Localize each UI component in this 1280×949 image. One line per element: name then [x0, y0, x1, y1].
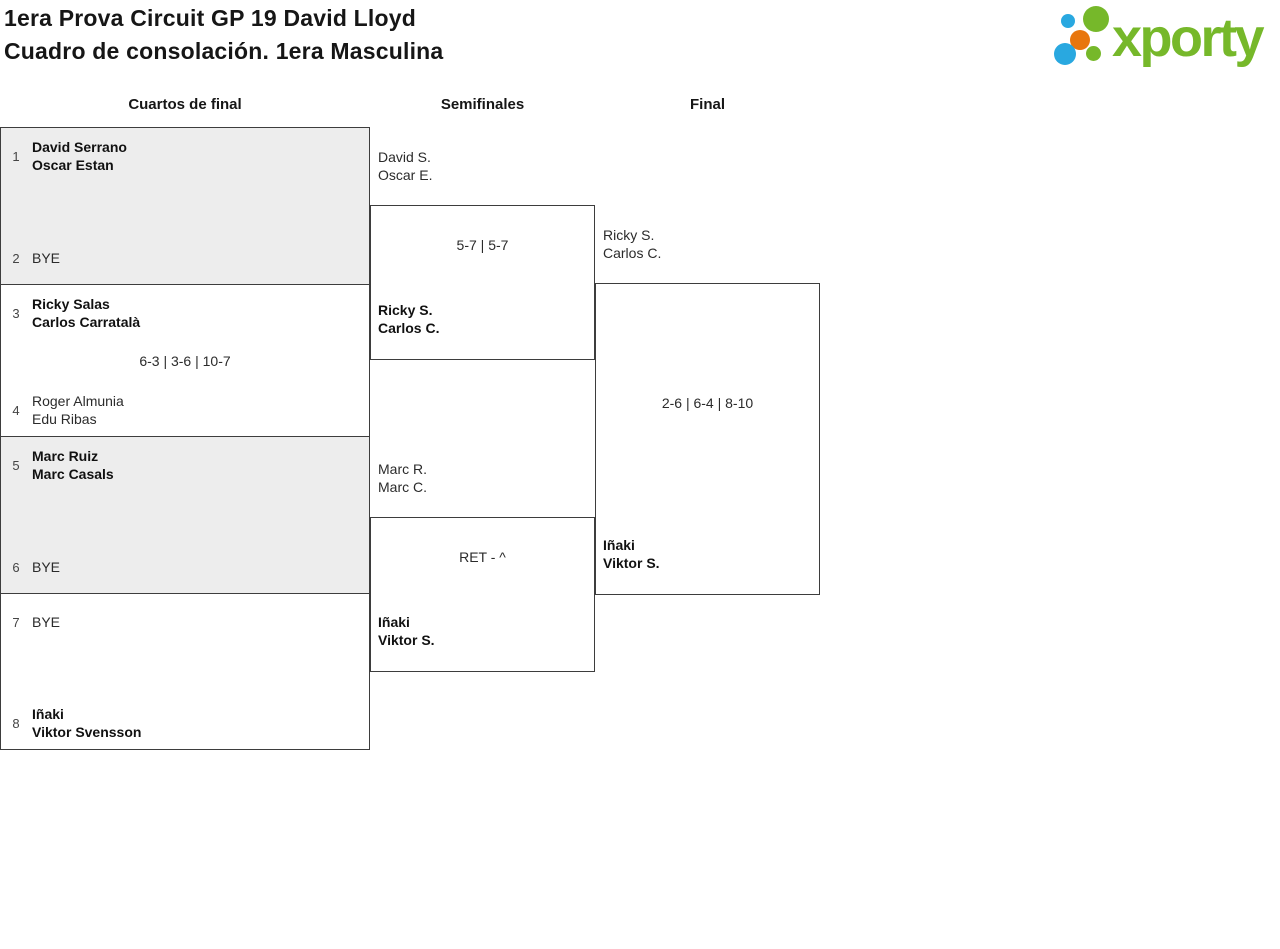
seed-number: 3: [12, 305, 20, 321]
logo-dot-green-large-icon: [1083, 6, 1109, 32]
team-row: 8 Iñaki Viktor Svensson: [1, 705, 369, 741]
player-name: Iñaki: [32, 706, 64, 722]
team-row: 1 David Serrano Oscar Estan: [1, 138, 369, 174]
seed-number: 6: [12, 559, 20, 575]
player-name: BYE: [32, 250, 61, 266]
player-name: Marc R.: [378, 461, 427, 477]
page-title-line1: 1era Prova Circuit GP 19 David Lloyd: [4, 5, 416, 31]
team-row: 7 BYE: [1, 604, 369, 640]
player-name: David Serrano: [32, 139, 127, 155]
page-title: 1era Prova Circuit GP 19 David Lloyd Cua…: [4, 2, 443, 68]
sf-match-2: Marc R. Marc C. RET - ^ Iñaki Viktor S.: [370, 461, 595, 672]
player-name: Carlos C.: [603, 245, 662, 261]
team-row: Ricky S. Carlos C.: [378, 301, 583, 337]
team-row: Ricky S. Carlos C.: [603, 226, 808, 262]
logo-dot-blue-medium-icon: [1054, 43, 1076, 65]
seed-number: 8: [12, 715, 20, 731]
player-name: Carlos Carratalà: [32, 314, 141, 330]
page-title-line2: Cuadro de consolación. 1era Masculina: [4, 38, 444, 64]
sf-match-1: David S. Oscar E. 5-7 | 5-7 Ricky S. Car…: [370, 149, 595, 360]
team-row: David S. Oscar E.: [378, 148, 583, 184]
player-name: BYE: [32, 559, 61, 575]
qf-match-2: 3 Ricky Salas Carlos Carratalà 6-3 | 3-6…: [0, 284, 370, 437]
team-row: 2 BYE: [1, 240, 369, 276]
player-name: Edu Ribas: [32, 411, 97, 427]
logo-dot-orange-icon: [1070, 30, 1090, 50]
seed-number: 1: [12, 148, 20, 164]
player-name: Viktor S.: [378, 632, 435, 648]
seed-number: 7: [12, 614, 20, 630]
player-name: Viktor Svensson: [32, 724, 142, 740]
player-name: Marc Ruiz: [32, 448, 99, 464]
logo-dot-blue-small-icon: [1061, 14, 1075, 28]
player-name: Marc Casals: [32, 466, 114, 482]
qf-match-1: 1 David Serrano Oscar Estan 2 BYE: [0, 127, 370, 285]
team-row: 5 Marc Ruiz Marc Casals: [1, 447, 369, 483]
match-score: RET - ^: [459, 549, 506, 565]
player-name: Iñaki: [603, 537, 635, 553]
player-name: Oscar E.: [378, 167, 433, 183]
team-row: 3 Ricky Salas Carlos Carratalà: [1, 295, 369, 331]
round-header-final: Final: [689, 96, 725, 113]
qf-match-3: 5 Marc Ruiz Marc Casals 6 BYE: [0, 436, 370, 594]
team-row: Marc R. Marc C.: [378, 460, 583, 496]
logo-dot-green-small-icon: [1086, 46, 1101, 61]
player-name: Iñaki: [378, 614, 410, 630]
logo-text: xporty: [1112, 8, 1265, 68]
seed-number: 5: [12, 457, 20, 473]
qf-match-4: 7 BYE 8 Iñaki Viktor Svensson: [0, 593, 370, 750]
round-headers: Cuartos de final Semifinales Final: [0, 96, 820, 113]
player-name: Marc C.: [378, 479, 427, 495]
player-name: Ricky Salas: [32, 296, 110, 312]
player-name: BYE: [32, 614, 61, 630]
team-row: 6 BYE: [1, 549, 369, 585]
player-name: Oscar Estan: [32, 157, 114, 173]
round-header-semifinales: Semifinales: [440, 96, 525, 113]
player-name: Roger Almunia: [32, 393, 124, 409]
player-name: Ricky S.: [378, 302, 433, 318]
team-row: 4 Roger Almunia Edu Ribas: [1, 392, 369, 428]
match-score: 5-7 | 5-7: [456, 237, 509, 253]
final-match: Ricky S. Carlos C. 2-6 | 6-4 | 8-10 Iñak…: [595, 227, 820, 595]
player-name: Ricky S.: [603, 227, 655, 243]
player-name: Viktor S.: [603, 555, 660, 571]
xporty-logo[interactable]: xporty: [1048, 0, 1280, 72]
team-row: Iñaki Viktor S.: [378, 613, 583, 649]
seed-number: 4: [12, 402, 20, 418]
match-score: 6-3 | 3-6 | 10-7: [139, 352, 231, 369]
match-score: 2-6 | 6-4 | 8-10: [661, 395, 754, 411]
player-name: Carlos C.: [378, 320, 440, 336]
round-header-cuartos: Cuartos de final: [128, 96, 242, 113]
player-name: David S.: [378, 149, 431, 165]
seed-number: 2: [12, 250, 20, 266]
team-row: Iñaki Viktor S.: [603, 536, 808, 572]
